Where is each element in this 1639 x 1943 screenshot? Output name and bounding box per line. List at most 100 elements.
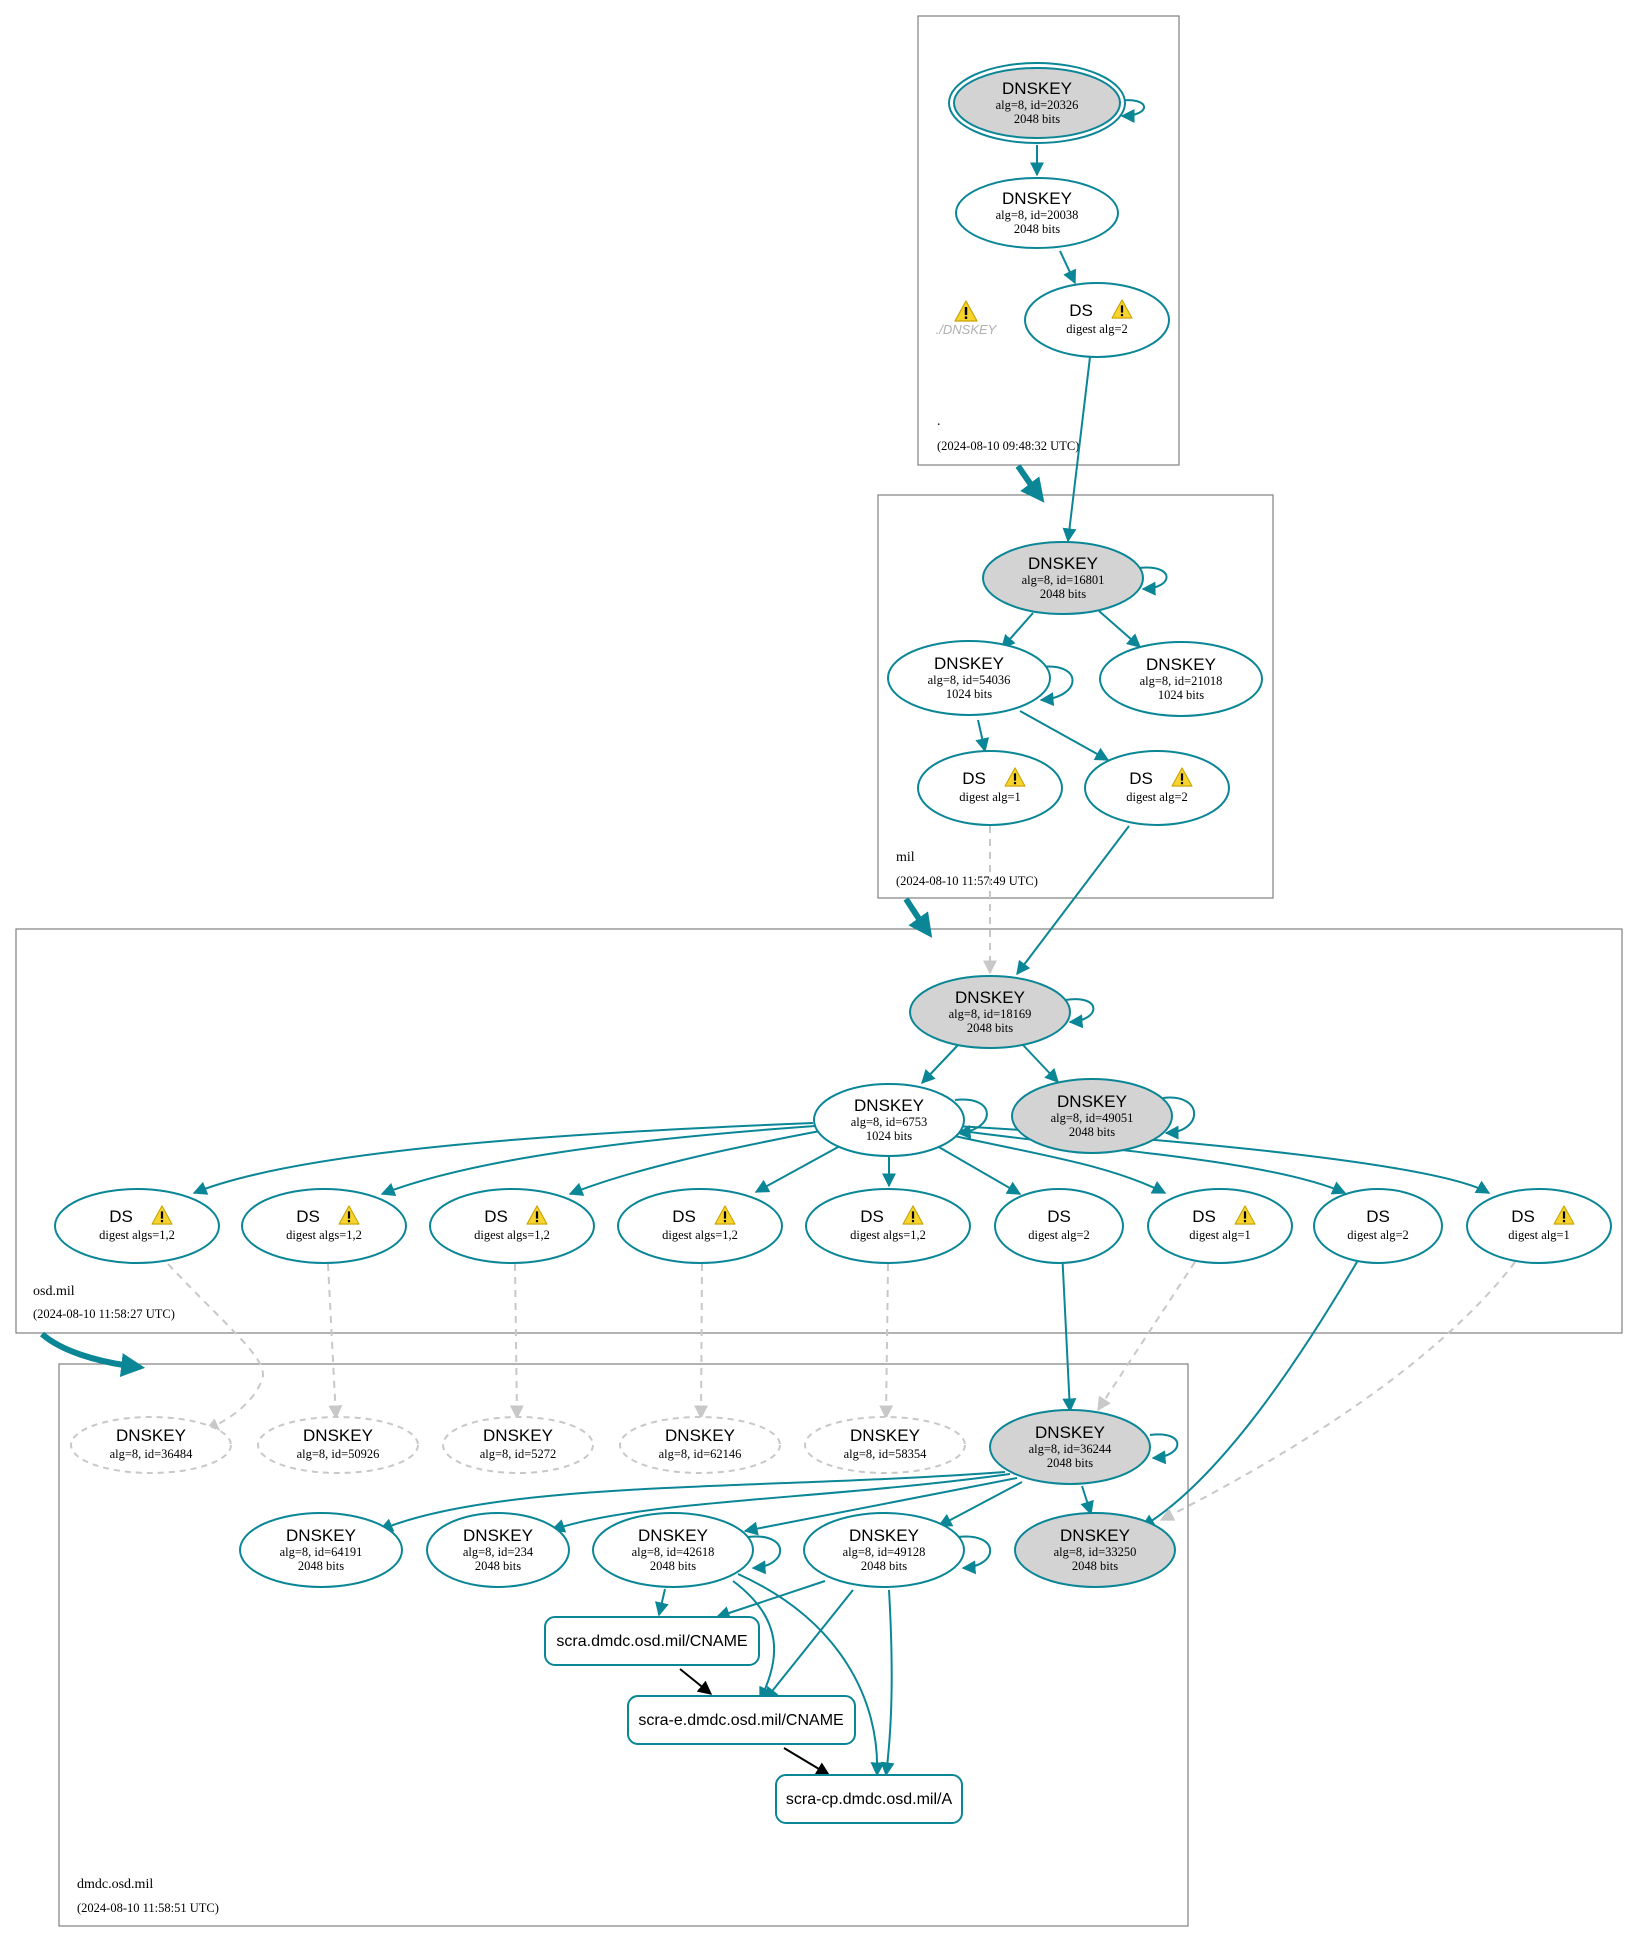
dnskey-node[interactable]: DNSKEY alg=8, id=62146 [619, 1416, 781, 1474]
node-detail: alg=8, id=42618 [632, 1545, 715, 1559]
node-title: DNSKEY [303, 1426, 373, 1445]
node-detail: digest alg=2 [1066, 322, 1128, 336]
node-title: DS [962, 769, 986, 788]
node-title: DNSKEY [1035, 1423, 1105, 1442]
rrset-scra-e-cname[interactable]: scra-e.dmdc.osd.mil/CNAME [627, 1695, 856, 1745]
node-shape [1313, 1188, 1443, 1264]
ds-node[interactable]: DS digest algs=1,2 [429, 1188, 595, 1264]
rrset-scra-cp-a[interactable]: scra-cp.dmdc.osd.mil/A [775, 1774, 963, 1824]
delegation-arrow [903, 897, 933, 938]
node-title: DS [672, 1207, 696, 1226]
node-title: DNSKEY [463, 1526, 533, 1545]
self-sign-edge [1039, 665, 1074, 707]
ds-node[interactable]: DS digest algs=1,2 [617, 1188, 783, 1264]
node-shape [989, 1409, 1151, 1485]
missing-dnskey-ghost: ./DNSKEY [936, 300, 998, 337]
node-shape [429, 1188, 595, 1264]
node-key-size: 2048 bits [1040, 587, 1086, 601]
node-detail: digest alg=2 [1028, 1228, 1090, 1242]
node-detail: digest algs=1,2 [286, 1228, 362, 1242]
node-title: DS [1069, 301, 1093, 320]
ds-edge [1016, 825, 1130, 976]
node-shape [592, 1512, 754, 1588]
ds-node[interactable]: DS digest alg=2 [1024, 282, 1170, 358]
node-detail: alg=8, id=20038 [996, 208, 1079, 222]
node-title: DS [860, 1207, 884, 1226]
node-title: DNSKEY [665, 1426, 735, 1445]
node-title: DNSKEY [638, 1526, 708, 1545]
node-shape [442, 1416, 594, 1474]
sign-edge [1019, 710, 1110, 761]
node-detail: digest algs=1,2 [474, 1228, 550, 1242]
rrset-scra-cname[interactable]: scra.dmdc.osd.mil/CNAME [544, 1616, 760, 1666]
cname-edge [783, 1747, 831, 1776]
node-key-size: 2048 bits [650, 1559, 696, 1573]
sign-edge [378, 1471, 1006, 1532]
node-shape [1466, 1188, 1612, 1264]
self-sign-edge [1149, 1433, 1179, 1465]
node-detail: digest algs=1,2 [662, 1228, 738, 1242]
ds-edge [1140, 1249, 1365, 1528]
node-title: DS [296, 1207, 320, 1226]
sign-edge [743, 1477, 1018, 1536]
ds-node[interactable]: DS digest algs=1,2 [241, 1188, 407, 1264]
node-key-size: 1024 bits [866, 1129, 912, 1143]
node-detail: digest alg=1 [1508, 1228, 1570, 1242]
node-title: DNSKEY [1146, 655, 1216, 674]
node-key-size: 2048 bits [1072, 1559, 1118, 1573]
node-detail: alg=8, id=20326 [996, 98, 1079, 112]
sign-edge [192, 1122, 814, 1195]
node-shape [805, 1188, 971, 1264]
ghost-label: ./DNSKEY [936, 322, 998, 337]
zone-name: mil [896, 850, 915, 865]
zone-name: dmdc.osd.mil [77, 1877, 153, 1892]
node-detail: digest alg=1 [1189, 1228, 1251, 1242]
node-shape [909, 975, 1071, 1049]
ds-edge [1062, 356, 1091, 543]
node-shape [917, 750, 1063, 826]
node-key-size: 2048 bits [1014, 222, 1060, 236]
node-key-size: 2048 bits [1014, 112, 1060, 126]
node-shape [887, 640, 1051, 716]
node-shape [1084, 750, 1230, 826]
node-title: DNSKEY [483, 1426, 553, 1445]
node-shape [617, 1188, 783, 1264]
node-key-size: 2048 bits [298, 1559, 344, 1573]
sign-edge [1080, 1485, 1094, 1516]
node-title: DNSKEY [854, 1096, 924, 1115]
sign-edge [737, 1573, 885, 1777]
node-title: DS [484, 1207, 508, 1226]
sign-edge [550, 1473, 1011, 1533]
node-title: DNSKEY [934, 654, 1004, 673]
node-detail: alg=8, id=49051 [1051, 1111, 1134, 1125]
node-shape [1024, 282, 1170, 358]
node-detail: alg=8, id=62146 [659, 1447, 742, 1461]
node-detail: alg=8, id=234 [463, 1545, 534, 1559]
